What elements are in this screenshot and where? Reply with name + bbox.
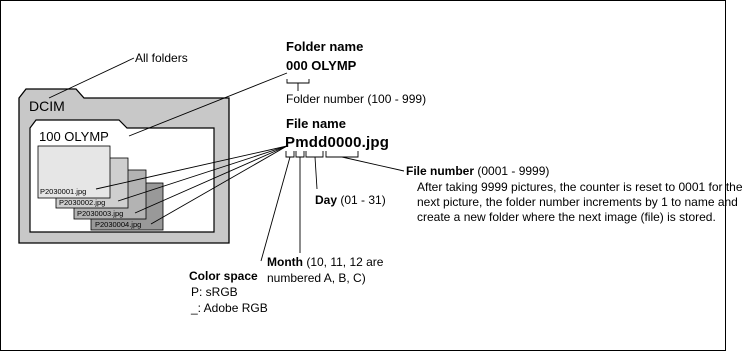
file-leader-3 [134,145,288,214]
day-leader [314,156,318,190]
color-space-bracket [285,151,295,158]
month-title: Month [267,255,303,269]
day-label: Day (01 - 31) [315,193,386,208]
day-bracket [305,151,324,158]
color-space-title: Color space [189,269,258,283]
file-name-example: Pmdd0000.jpg [285,134,390,151]
folder-name-leader [128,72,288,137]
month-range: (10, 11, 12 are [302,255,384,269]
all-folders-leader [48,57,135,99]
folder-name-example: 000 OLYMP [286,58,357,73]
file-number-description: After taking 9999 pictures, the counter … [417,180,743,224]
file-number-bracket [325,151,359,158]
file-number-heading: File number (0001 - 9999) [406,164,549,179]
color-space-srgb: P: sRGB [191,285,238,299]
file-name-title: File name [286,116,346,131]
file-leader-2 [117,145,288,202]
folder-number-desc: Folder number (100 - 999) [286,92,427,106]
file-number-range: (0001 - 9999) [474,164,550,178]
file-card-1 [37,145,111,199]
file-name-4: P2030004.jpg [95,220,142,229]
dcim-label: DCIM [29,98,65,114]
month-bracket [295,151,305,158]
color-space-leader [260,156,291,262]
all-folders-label: All folders [135,51,188,65]
file-leader-4 [150,145,288,225]
day-title: Day [315,193,338,207]
month-line2: numbered A, B, C) [267,271,366,285]
file-name-1: P2030001.jpg [40,187,87,196]
folder-number-bracket [286,79,310,91]
file-name-3: P2030003.jpg [77,209,124,218]
folder-name-title: Folder name [286,39,364,54]
color-space-adobe: _: Adobe RGB [191,301,268,315]
month-label: Month (10, 11, 12 are [267,255,383,270]
diagram-graphics [18,57,405,262]
file-name-2: P2030002.jpg [59,198,106,207]
file-number-title: File number [406,164,475,178]
subfolder-label: 100 OLYMP [39,129,109,144]
day-range: (01 - 31) [337,193,386,207]
file-number-leader [341,156,405,172]
file-leader-1 [95,145,288,190]
